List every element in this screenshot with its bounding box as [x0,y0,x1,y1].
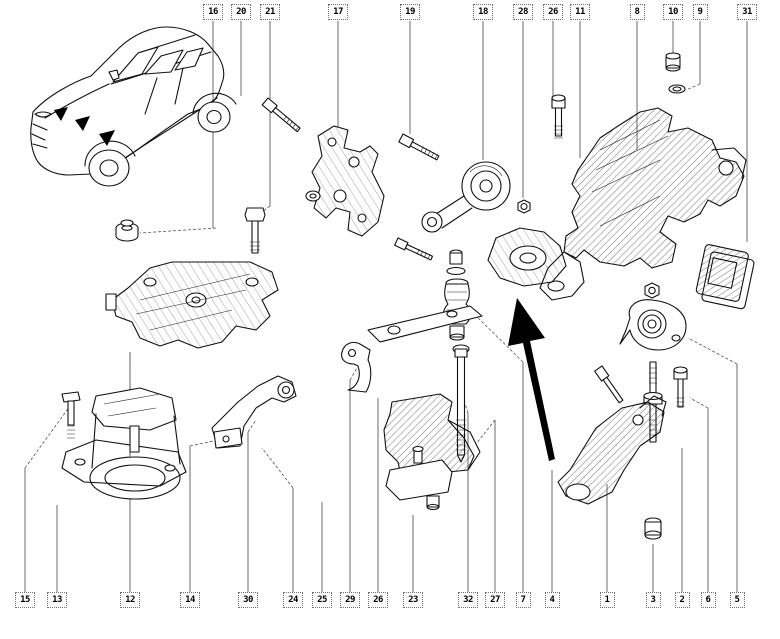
callout-bottom-13[interactable]: 13 [47,592,67,608]
part-bolt-7 [594,365,624,404]
part-bolt-15 [61,391,81,439]
part-lower-mount-bushing [487,227,567,287]
callout-bottom-7[interactable]: 7 [515,592,531,608]
callout-bottom-27[interactable]: 27 [485,592,505,608]
part-bolt-21 [244,207,266,254]
part-bolt-24 [394,237,434,261]
part-bolt-2 [673,366,688,408]
callout-top-28[interactable]: 28 [513,4,533,20]
callout-top-11[interactable]: 11 [570,4,590,20]
part-support-bracket-8 [539,107,747,301]
part-torque-bracket-14 [211,375,297,449]
callout-bottom-24[interactable]: 24 [283,592,303,608]
callout-bottom-12[interactable]: 12 [120,592,140,608]
callout-bottom-29[interactable]: 29 [340,592,360,608]
part-nut-lr [644,282,660,299]
part-bolt-19 [398,133,440,161]
callout-top-17[interactable]: 17 [328,4,348,20]
vehicle-thumbnail [30,26,237,187]
part-cap-nut-center [446,249,466,276]
dashed-leaders [24,83,738,500]
part-nut-28 [517,199,531,214]
callout-top-18[interactable]: 18 [473,4,493,20]
part-washer-9 [668,84,686,94]
part-grommet [305,190,321,202]
mount-location-arrows [54,107,115,146]
direction-arrow [508,298,555,461]
callout-top-26[interactable]: 26 [543,4,563,20]
callout-bottom-15[interactable]: 15 [15,592,35,608]
part-rear-bracket-1 [557,395,667,505]
part-engine-mount-13 [61,387,187,500]
part-bolt-26 [551,94,566,139]
leader-lines [24,21,748,592]
callout-top-16[interactable]: 16 [203,4,223,20]
front-wheel [88,149,130,187]
part-hook-clip-29 [341,341,372,393]
callout-bottom-25[interactable]: 25 [312,592,332,608]
callout-top-8[interactable]: 8 [629,4,645,20]
callout-bottom-30[interactable]: 30 [238,592,258,608]
callout-bottom-26[interactable]: 26 [368,592,388,608]
windshield [112,46,159,83]
callout-bottom-3[interactable]: 3 [645,592,661,608]
part-torque-link-18 [421,161,511,233]
part-pendulum-bracket-17 [311,125,385,237]
callout-top-19[interactable]: 19 [400,4,420,20]
part-nut-16 [115,219,139,242]
part-long-bolt-32 [452,344,470,463]
callout-top-31[interactable]: 31 [737,4,757,20]
callout-bottom-23[interactable]: 23 [403,592,423,608]
part-cap-nut-10 [665,52,681,72]
callout-bottom-4[interactable]: 4 [544,592,560,608]
part-rubber-pad-31 [695,244,755,310]
callout-top-20[interactable]: 20 [231,4,251,20]
rear-wheel [197,101,231,133]
callout-top-10[interactable]: 10 [663,4,683,20]
callout-bottom-2[interactable]: 2 [674,592,690,608]
part-upper-cover-bracket-12 [105,261,279,349]
part-lower-bracket-23 [383,393,481,511]
part-mount-plate-6 [619,299,687,351]
callout-bottom-14[interactable]: 14 [180,592,200,608]
callout-bottom-1[interactable]: 1 [599,592,615,608]
callout-bottom-32[interactable]: 32 [458,592,478,608]
part-cap-nut-3 [644,517,662,540]
callout-top-9[interactable]: 9 [692,4,708,20]
callout-bottom-5[interactable]: 5 [729,592,745,608]
callout-bottom-6[interactable]: 6 [700,592,716,608]
part-support-plate [367,305,483,343]
callout-top-21[interactable]: 21 [260,4,280,20]
part-bolt-20 [261,97,301,133]
